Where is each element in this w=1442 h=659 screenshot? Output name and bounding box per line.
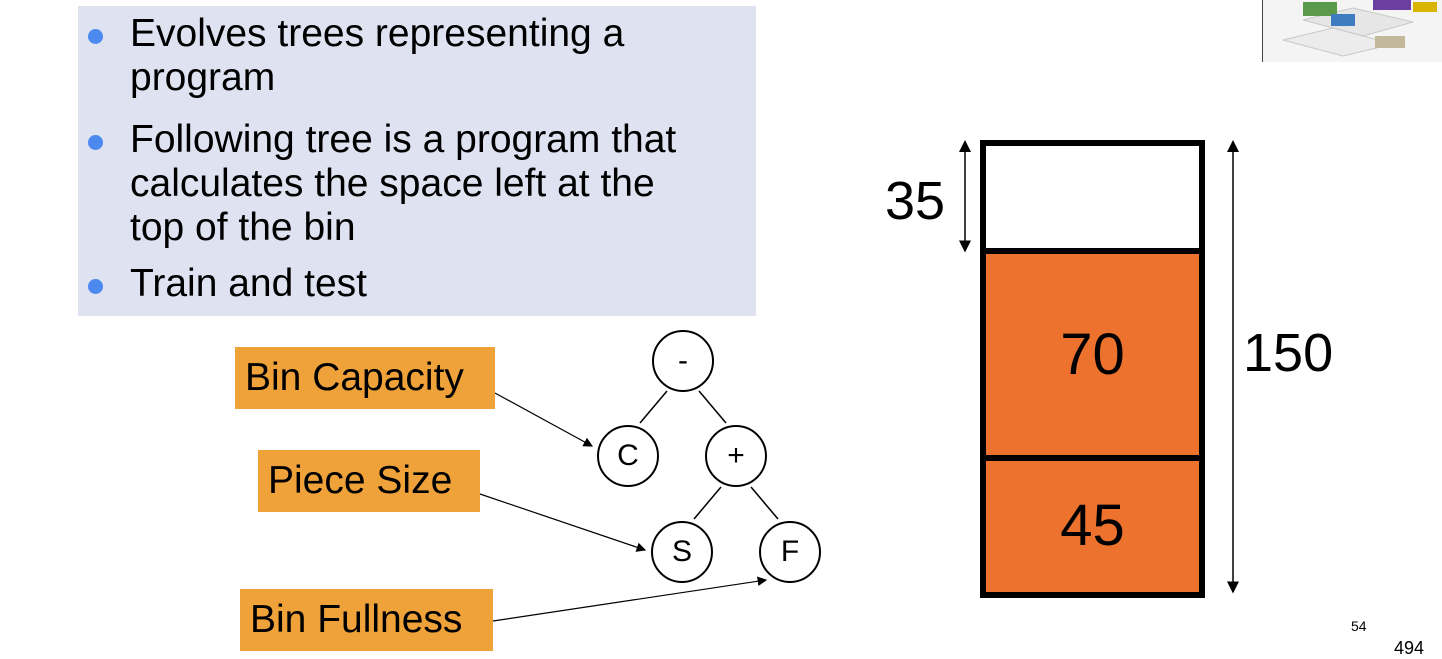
corner-thumbnail-image: [1262, 0, 1442, 62]
bin-segment-45: 45: [986, 458, 1199, 592]
tree-node-f: F: [759, 521, 821, 583]
tree-node-minus: -: [652, 330, 714, 392]
bullet-1-line-2: program: [130, 56, 276, 99]
space-left-dimension: 35: [885, 171, 946, 231]
bullet-dot-icon: [88, 135, 103, 150]
bin-segment-70-value: 70: [1060, 322, 1125, 387]
bin-segment-70: 70: [986, 251, 1199, 458]
bin-divider-lower: [980, 455, 1205, 461]
piece-size-label: Piece Size: [258, 450, 480, 512]
bullet-1-line-1: Evolves trees representing a: [130, 12, 625, 55]
capacity-dimension: 150: [1243, 323, 1334, 383]
bin-outline: [980, 140, 1205, 598]
bullet-3-line-1: Train and test: [130, 262, 368, 305]
bullet-2-line-3: top of the bin: [130, 206, 356, 249]
page-number-secondary: 494: [1394, 638, 1425, 658]
bin-empty-space: [986, 146, 1199, 251]
bin-fullness-label: Bin Fullness: [240, 589, 493, 651]
bullet-2-line-2: calculates the space left at the: [130, 162, 655, 205]
bullet-dot-icon: [88, 29, 103, 44]
bullet-panel: Evolves trees representing a program Fol…: [78, 6, 756, 316]
slide-number: 54: [1351, 618, 1367, 634]
bin-divider-upper: [980, 248, 1205, 254]
tree-node-plus: +: [705, 425, 767, 487]
bullet-item-3: Train and test: [130, 262, 750, 306]
bullet-item-2: Following tree is a program that calcula…: [130, 118, 750, 250]
bullet-2-line-1: Following tree is a program that: [130, 118, 677, 161]
bin-capacity-label: Bin Capacity: [235, 347, 495, 409]
tree-node-c: C: [597, 425, 659, 487]
bullet-dot-icon: [88, 279, 103, 294]
tree-node-s: S: [651, 521, 713, 583]
bin-segment-45-value: 45: [1060, 492, 1125, 558]
bullet-item-1: Evolves trees representing a program: [130, 12, 750, 100]
